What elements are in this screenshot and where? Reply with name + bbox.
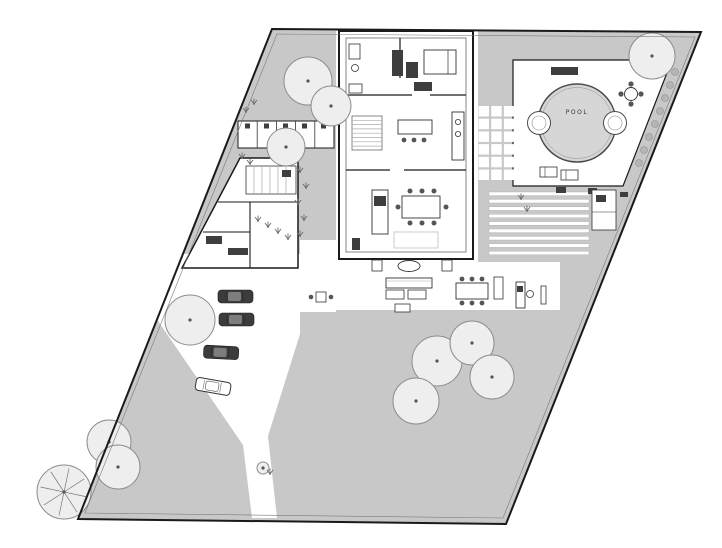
porch-chair-right — [441, 259, 453, 272]
tree — [310, 85, 352, 127]
desk-chair — [526, 290, 534, 298]
garage-trellis — [245, 165, 297, 195]
lounge-seat-3 — [394, 303, 411, 313]
garden-steps — [488, 191, 590, 255]
pool-steps-right — [603, 111, 627, 135]
bistro-chairs — [308, 294, 334, 300]
garden-bench — [540, 285, 547, 305]
carport-posts — [245, 123, 326, 129]
tree — [628, 32, 676, 80]
porch-table — [397, 260, 421, 272]
patio-table — [624, 87, 638, 101]
lounge-seat-2 — [407, 289, 427, 300]
tree — [266, 127, 306, 167]
kitchen-counter — [451, 111, 465, 161]
island-stools — [401, 137, 427, 143]
appliance — [374, 196, 386, 206]
house-inner-wall — [345, 37, 467, 253]
tree — [392, 377, 440, 425]
dining-chairs — [395, 188, 449, 226]
bed — [423, 49, 457, 75]
wardrobe — [392, 50, 403, 76]
porch-chair-left — [371, 259, 383, 272]
stair-treads — [352, 119, 382, 147]
pool-bench — [551, 67, 578, 75]
desk-drawer — [517, 286, 523, 292]
toilet — [351, 64, 359, 72]
shower — [348, 43, 361, 60]
plant-sprigs — [238, 98, 531, 475]
pool-steps-left-inner — [531, 115, 547, 131]
tree-branched — [36, 464, 92, 520]
rug — [393, 231, 439, 249]
bath-sink — [348, 83, 363, 94]
site-boundary — [76, 27, 703, 526]
lounger-2 — [560, 169, 579, 181]
car-3 — [203, 344, 240, 360]
patio-chairs — [618, 81, 644, 107]
kitchen-counter-2 — [371, 189, 389, 235]
site-boundary-inner — [84, 33, 696, 519]
bar-counter — [493, 276, 504, 300]
lounger-1 — [539, 166, 558, 178]
tree — [164, 294, 216, 346]
counter-sink — [454, 119, 461, 137]
garage-dark-unit — [282, 170, 291, 177]
garden-structure-unit — [596, 195, 606, 202]
car-1 — [217, 289, 254, 304]
shrub — [256, 461, 270, 475]
tree — [469, 354, 515, 400]
outdoor-dining-chairs — [459, 276, 485, 306]
pool-label: POOL — [566, 109, 588, 116]
outdoor-dining-table — [455, 282, 489, 300]
car-4 — [194, 377, 232, 396]
pool-steps-left — [527, 111, 551, 135]
garage-furniture-1 — [206, 236, 222, 244]
bistro-table — [315, 291, 327, 303]
car-2 — [218, 312, 255, 327]
kitchen-island — [397, 119, 433, 135]
desk — [515, 281, 526, 309]
tree — [95, 444, 141, 490]
lounge-seat-1 — [385, 289, 405, 300]
bedroom-dresser — [414, 82, 432, 91]
tree — [449, 320, 495, 366]
step-planter-1 — [556, 187, 566, 193]
garden-planter — [620, 192, 628, 197]
pool-steps-right-inner — [607, 115, 623, 131]
porch-sofa — [385, 277, 433, 289]
garage-furniture-2 — [228, 248, 248, 255]
bedroom-cabinet — [406, 62, 418, 78]
dining-table — [401, 195, 441, 219]
tv-unit — [352, 238, 360, 250]
paver-grid — [478, 106, 515, 180]
hedge-row — [635, 68, 679, 167]
